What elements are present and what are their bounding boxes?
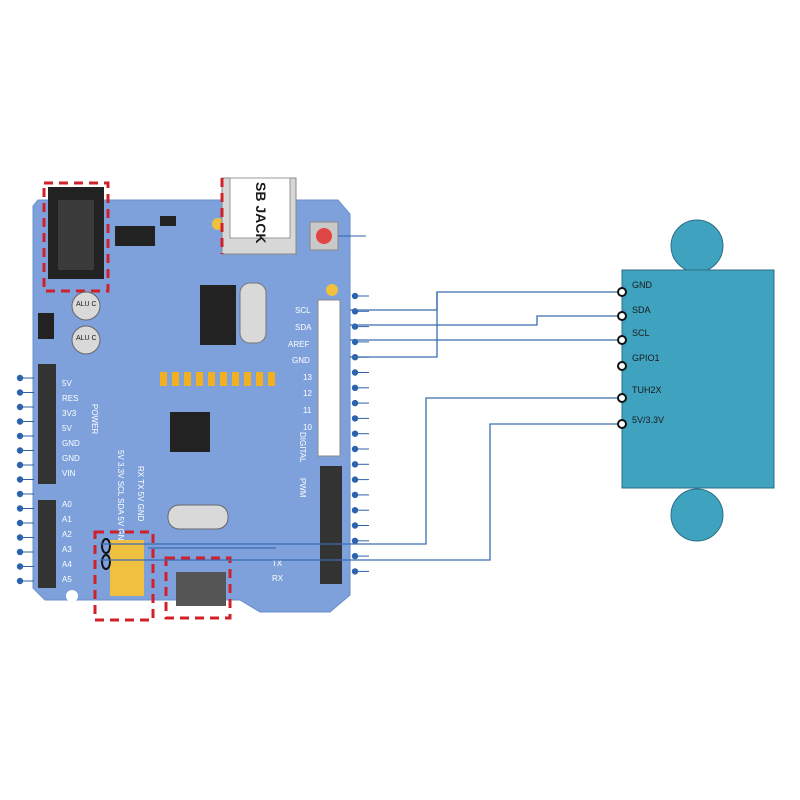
module-pin-gpio1 <box>617 361 627 371</box>
mounting-hole <box>66 590 78 602</box>
capacitor-label: ALU C <box>76 335 97 342</box>
bottom-headers <box>93 530 232 622</box>
wire-power <box>100 423 622 561</box>
power-vertical-text: 5V 3.3V SCL SDA 5V GND <box>116 450 125 546</box>
header-label-13: 13 <box>303 373 312 382</box>
reset-button <box>309 221 366 251</box>
module-label-sda: SDA <box>632 305 651 315</box>
module-pin-gnd <box>617 287 627 297</box>
module-label-power: 5V/3.3V <box>632 415 664 425</box>
digital-label: DIGITAL <box>298 432 307 463</box>
wire-gnd-return <box>350 292 438 358</box>
capacitor <box>71 325 101 355</box>
pwm-label: PWM <box>298 478 307 498</box>
header-label-3v3: 3V3 <box>62 409 77 418</box>
usb-chip <box>200 285 236 345</box>
tx-label: TX <box>272 559 283 568</box>
module-label-gnd: GND <box>632 280 653 290</box>
module-pin-power <box>617 419 627 429</box>
dc-jack-highlight <box>42 181 110 293</box>
mcu-crystal <box>167 504 229 530</box>
transistor <box>160 216 176 226</box>
module-label-gpio1: GPIO1 <box>632 353 660 363</box>
arduino-board <box>32 199 351 613</box>
power-label: POWER <box>90 404 99 434</box>
icsp-header-highlight <box>164 556 232 620</box>
usb-jack: SB JACK <box>220 177 297 255</box>
header-label-a5: A5 <box>62 575 72 584</box>
crystal <box>239 282 267 344</box>
header-label-a3: A3 <box>62 545 72 554</box>
regulator-chip <box>115 226 155 246</box>
board-components: ALU C ALU C <box>38 216 275 530</box>
resistor-row <box>160 372 275 386</box>
module-pin-tuh2x <box>617 393 627 403</box>
header-label-5v: 5V <box>62 379 72 388</box>
wire-gnd <box>350 291 622 311</box>
header-label-12: 12 <box>303 389 312 398</box>
rx-label: RX <box>272 574 284 583</box>
usb-jack-label: SB JACK <box>253 182 269 243</box>
header-label-aref: AREF <box>288 340 309 349</box>
right-header-labels: SCL SDA AREF GND 13 12 11 10 DIGITAL PWM… <box>272 306 312 583</box>
serial-vertical-text: RX TX 5V GND <box>136 466 145 522</box>
dc-power-jack <box>42 181 110 293</box>
module-label-tuh2x: TUH2X <box>632 385 662 395</box>
module-mount-bottom <box>670 488 724 542</box>
header-label-gnd: GND <box>292 356 310 365</box>
left-header-labels: 5V RES 3V3 5V GND GND VIN POWER A0 A1 A2… <box>62 379 145 584</box>
jumper-marker <box>101 538 111 554</box>
header-label-a4: A4 <box>62 560 72 569</box>
header-label-gnd: GND <box>62 439 80 448</box>
pin-dots <box>16 292 369 585</box>
module-body <box>621 269 775 489</box>
header-label-a0: A0 <box>62 500 72 509</box>
main-mcu-chip <box>170 412 210 452</box>
header-label-res: RES <box>62 394 78 403</box>
module-label-scl: SCL <box>632 328 650 338</box>
module-pin-scl <box>617 335 627 345</box>
header-label-vin: VIN <box>62 469 76 478</box>
module-mount-top <box>670 219 724 273</box>
wire-sda <box>350 315 622 326</box>
header-label-gnd-2: GND <box>62 454 80 463</box>
right-header <box>317 299 342 584</box>
jumper-marker <box>101 554 111 570</box>
left-header <box>38 364 56 588</box>
header-label-11: 11 <box>303 406 312 415</box>
header-label-a1: A1 <box>62 515 72 524</box>
header-label-10: 10 <box>303 423 312 432</box>
module-pin-sda <box>617 311 627 321</box>
mounting-hole <box>326 284 338 296</box>
diode <box>38 313 54 339</box>
sensor-module: GND SDA SCL GPIO1 TUH2X 5V/3.3V <box>617 219 775 542</box>
header-label-5v-2: 5V <box>62 424 72 433</box>
i2c-header-highlight <box>93 530 155 622</box>
capacitor <box>71 291 101 321</box>
header-label-scl: SCL <box>295 306 311 315</box>
wire-tuh2x <box>100 397 622 545</box>
connection-wires <box>100 291 622 561</box>
header-label-a2: A2 <box>62 530 72 539</box>
capacitor-label: ALU C <box>76 301 97 308</box>
header-label-sda: SDA <box>295 323 312 332</box>
